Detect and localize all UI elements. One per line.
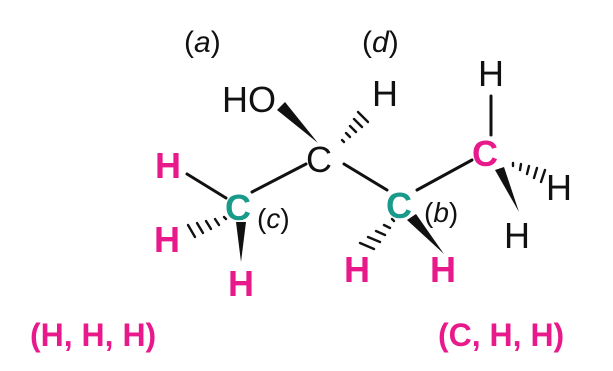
label-c: (c) — [257, 203, 290, 234]
atom-h-right-bottom: H — [504, 215, 530, 256]
label-b: (b) — [424, 197, 458, 228]
caption-right-item-1: C — [449, 317, 472, 353]
wedge-cright-hlower — [495, 167, 519, 212]
atom-h-left-upper: H — [155, 145, 181, 186]
caption-left-sep-2: , — [105, 317, 123, 353]
caption-right: (C, H, H) — [438, 317, 564, 353]
caption-left-close: ) — [146, 317, 157, 353]
hash-ccenter-htop — [340, 110, 370, 144]
bond-cleft-hupper — [185, 172, 228, 200]
wedge-cmiddle-hlower — [407, 214, 444, 254]
caption-right-sep-1: , — [472, 317, 490, 353]
bond-cleft-ccenter — [250, 162, 308, 194]
atom-h-right-side: H — [546, 167, 572, 208]
bond-cmiddle-cright — [415, 158, 474, 192]
label-a: (a) — [184, 26, 221, 59]
caption-left-sep-1: , — [64, 317, 82, 353]
caption-left-item-3: H — [122, 317, 145, 353]
atom-h-top-center: H — [372, 73, 398, 114]
hash-cright-hright — [511, 161, 547, 184]
caption-right-open: ( — [438, 317, 449, 353]
caption-right-sep-2: , — [513, 317, 531, 353]
atom-h-left-bottom: H — [228, 263, 254, 304]
atom-ho: HO — [222, 79, 276, 120]
caption-right-item-2: H — [490, 317, 513, 353]
atom-h-left-lower: H — [154, 219, 180, 260]
atom-h-top-right: H — [478, 53, 504, 94]
caption-left: (H, H, H) — [30, 317, 156, 353]
hash-cleft-hlower — [186, 215, 228, 239]
wedge-cleft-hbottom — [236, 222, 246, 262]
caption-left-item-2: H — [82, 317, 105, 353]
bond-ccenter-cmiddle — [342, 162, 389, 192]
atom-h-mid-left-bottom: H — [344, 249, 370, 290]
caption-left-open: ( — [30, 317, 41, 353]
label-d: (d) — [362, 26, 399, 59]
hash-cmiddle-hlower — [358, 217, 396, 251]
caption-left-item-1: H — [41, 317, 64, 353]
caption-right-close: ) — [554, 317, 565, 353]
atom-c-middle: C — [386, 185, 412, 226]
atom-h-mid-right-bottom: H — [430, 249, 456, 290]
atom-c-center: C — [306, 139, 332, 180]
atom-c-left: C — [225, 187, 251, 228]
atom-c-right: C — [472, 133, 498, 174]
wedge-ho-ccenter — [277, 102, 318, 143]
caption-right-item-3: H — [530, 317, 553, 353]
